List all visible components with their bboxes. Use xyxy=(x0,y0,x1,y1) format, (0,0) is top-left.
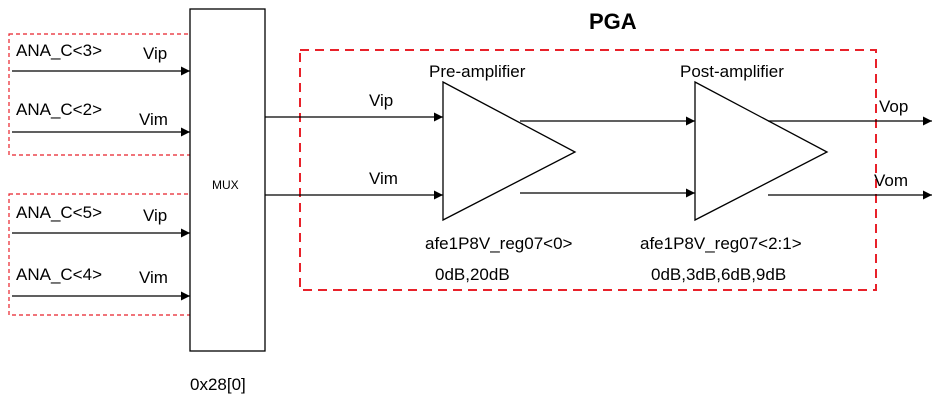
pre-amplifier-register: afe1P8V_reg07<0> xyxy=(425,234,573,253)
output-vop-label: Vop xyxy=(879,97,908,116)
pre-amplifier-triangle xyxy=(442,80,577,222)
pga-in-vip-label: Vip xyxy=(369,91,393,110)
input-pin-1: Vip xyxy=(143,44,167,63)
mux-label: MUX xyxy=(212,178,239,192)
input-name-2: ANA_C<2> xyxy=(16,100,102,119)
post-amplifier-gains: 0dB,3dB,6dB,9dB xyxy=(651,265,786,284)
pre-amplifier-label: Pre-amplifier xyxy=(429,62,526,81)
post-amplifier-label: Post-amplifier xyxy=(680,62,784,81)
input-name-3: ANA_C<5> xyxy=(16,203,102,222)
mux-block xyxy=(189,8,266,352)
pga-box xyxy=(299,49,877,291)
input-pin-2: Vim xyxy=(139,110,168,129)
pre-amplifier-gains: 0dB,20dB xyxy=(435,265,510,284)
pga-title: PGA xyxy=(589,9,637,34)
input-pin-3: Vip xyxy=(143,206,167,225)
input-name-1: ANA_C<3> xyxy=(16,41,102,60)
post-amplifier-triangle xyxy=(694,80,829,222)
mux-register: 0x28[0] xyxy=(190,375,246,394)
input-name-4: ANA_C<4> xyxy=(16,265,102,284)
output-vom-label: Vom xyxy=(874,171,908,190)
post-amplifier-register: afe1P8V_reg07<2:1> xyxy=(640,234,802,253)
input-pin-4: Vim xyxy=(139,268,168,287)
pga-in-vim-label: Vim xyxy=(369,169,398,188)
